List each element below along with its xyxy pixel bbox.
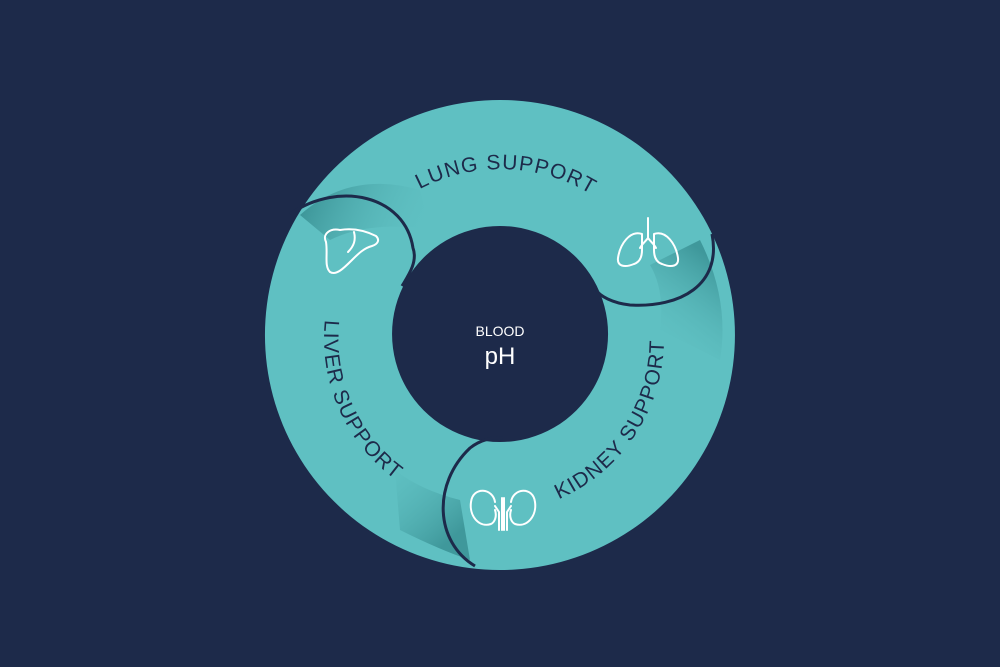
liver-icon: [324, 228, 380, 274]
lungs-icon: [616, 217, 680, 267]
ring-shade-right: [650, 240, 723, 360]
segment-divider-kidney-liver: [441, 436, 504, 568]
segment-divider-liver-lung: [289, 194, 416, 287]
center-label: BLOOD: [475, 323, 524, 339]
center-value: pH: [485, 343, 516, 370]
segment-divider-lung-kidney: [594, 233, 715, 307]
ring-shade-bottom: [395, 470, 470, 560]
kidneys-icon: [469, 489, 537, 531]
